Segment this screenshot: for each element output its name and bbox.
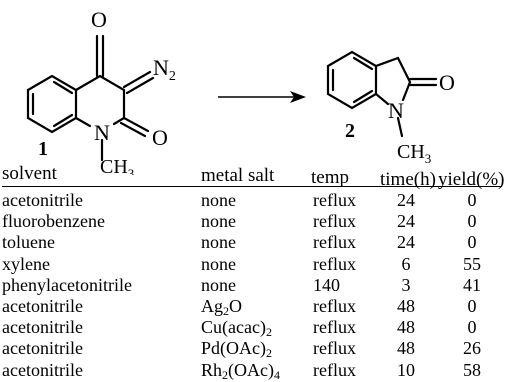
product-amide-n: N bbox=[388, 98, 404, 123]
formula-text: Ag bbox=[201, 296, 223, 316]
cell-temp: reflux bbox=[313, 232, 356, 253]
cell-temp: reflux bbox=[313, 296, 356, 316]
reaction-arrow bbox=[218, 91, 306, 103]
product-aromatic-bond bbox=[352, 56, 374, 71]
product-aromatic-bond bbox=[352, 89, 374, 104]
cell-temp: reflux bbox=[313, 190, 356, 210]
formula-subscript: 2 bbox=[265, 325, 272, 340]
reactant-label: 1 bbox=[38, 138, 48, 160]
cell-metal-salt: none bbox=[201, 253, 236, 274]
formula-text: (OAc) bbox=[228, 359, 274, 380]
cell-time: 6 bbox=[401, 253, 411, 274]
product-methyl: CH3 bbox=[397, 141, 431, 166]
header-metal-salt: metal salt bbox=[201, 165, 275, 186]
header-time: time(h) bbox=[380, 169, 436, 190]
reactant-methyl: CH3 bbox=[100, 156, 134, 175]
reactant-aromatic-bond bbox=[52, 80, 74, 95]
cell-yield: 0 bbox=[467, 232, 477, 253]
cell-time: 24 bbox=[397, 190, 415, 210]
reactant-amide-carbonyl bbox=[122, 116, 150, 133]
cell-time: 48 bbox=[397, 317, 415, 338]
reactant-oxygen-top: O bbox=[91, 7, 107, 32]
formula-subscript: 2 bbox=[223, 304, 229, 318]
cell-solvent: xylene bbox=[2, 253, 50, 274]
cell-temp: 140 bbox=[313, 274, 340, 295]
reactant-diazo-bond bbox=[122, 70, 152, 89]
cell-yield: 0 bbox=[467, 296, 477, 316]
cell-metal-salt: Pd(OAc)2 bbox=[201, 338, 272, 361]
cell-temp: reflux bbox=[313, 338, 356, 359]
reactant-amide-n: N bbox=[94, 120, 110, 145]
cell-metal-salt: Rh2(OAc)4 bbox=[201, 359, 280, 382]
product-methyl-bond bbox=[396, 116, 404, 138]
reactant-amide-carbonyl bbox=[119, 121, 147, 138]
cell-solvent: acetonitrile bbox=[2, 317, 83, 338]
reaction-scheme: O N2 O N CH3 1 O N CH3 2 bbox=[26, 7, 455, 175]
formula-subscript: 2 bbox=[266, 346, 272, 361]
reactant-structure: O N2 O N CH3 1 bbox=[26, 7, 176, 175]
cell-time: 48 bbox=[397, 296, 415, 316]
product-benzene-ring bbox=[326, 50, 378, 110]
header-solvent: solvent bbox=[2, 163, 57, 184]
cell-yield: 58 bbox=[463, 359, 481, 380]
cell-yield: 0 bbox=[467, 317, 477, 338]
cell-solvent: toluene bbox=[2, 232, 55, 253]
cell-temp: reflux bbox=[313, 317, 356, 338]
product-structure: O N CH3 2 bbox=[326, 50, 455, 166]
cell-yield: 41 bbox=[463, 274, 481, 295]
cell-yield: 0 bbox=[467, 190, 477, 210]
reactant-aromatic-bond bbox=[52, 113, 74, 128]
formula-text: Rh bbox=[201, 359, 223, 380]
formula-subscript: 2 bbox=[222, 367, 229, 382]
product-lactam-ring bbox=[374, 56, 412, 102]
reactant-amide-oxygen: O bbox=[152, 125, 168, 150]
reactant-heterocycle bbox=[74, 74, 126, 126]
cell-solvent: phenylacetonitrile bbox=[2, 274, 132, 295]
reactant-n-bond bbox=[74, 116, 92, 128]
cell-yield: 0 bbox=[467, 211, 477, 232]
cell-metal-salt: none bbox=[201, 274, 236, 295]
cell-metal-salt: none bbox=[201, 232, 236, 253]
cell-yield: 26 bbox=[463, 338, 481, 359]
formula-text: O bbox=[229, 296, 242, 316]
cell-metal-salt: Ag2O bbox=[201, 296, 242, 318]
cell-temp: reflux bbox=[313, 359, 356, 380]
cell-temp: reflux bbox=[313, 211, 356, 232]
cell-time: 24 bbox=[397, 232, 415, 253]
cell-time: 24 bbox=[397, 211, 415, 232]
cell-time: 3 bbox=[401, 274, 411, 295]
formula-text: Cu(acac) bbox=[201, 317, 266, 338]
cell-metal-salt: none bbox=[201, 190, 236, 210]
reactant-diazo-bond bbox=[125, 76, 155, 95]
product-n-bond bbox=[374, 92, 390, 106]
reactant-diazo-n: N2 bbox=[153, 55, 176, 84]
cell-solvent: fluorobenzene bbox=[2, 211, 105, 232]
cell-solvent: acetonitrile bbox=[2, 296, 83, 316]
cell-solvent: acetonitrile bbox=[2, 338, 83, 359]
cell-temp: reflux bbox=[313, 253, 356, 274]
cell-time: 48 bbox=[397, 338, 415, 359]
product-oxygen: O bbox=[439, 70, 455, 95]
formula-subscript: 4 bbox=[274, 367, 280, 382]
cell-solvent: acetonitrile bbox=[2, 359, 83, 380]
cell-time: 10 bbox=[397, 359, 415, 380]
formula-text: Pd(OAc) bbox=[201, 338, 266, 359]
product-label: 2 bbox=[345, 120, 355, 142]
cell-yield: 55 bbox=[463, 253, 481, 274]
header-temp: temp bbox=[311, 167, 349, 188]
cell-solvent: acetonitrile bbox=[2, 190, 83, 210]
header-rule bbox=[2, 186, 502, 187]
cell-metal-salt: Cu(acac)2 bbox=[201, 317, 272, 340]
reactant-benzene-ring bbox=[26, 74, 78, 134]
cell-metal-salt: none bbox=[201, 211, 236, 232]
header-yield: yield(%) bbox=[438, 169, 505, 190]
